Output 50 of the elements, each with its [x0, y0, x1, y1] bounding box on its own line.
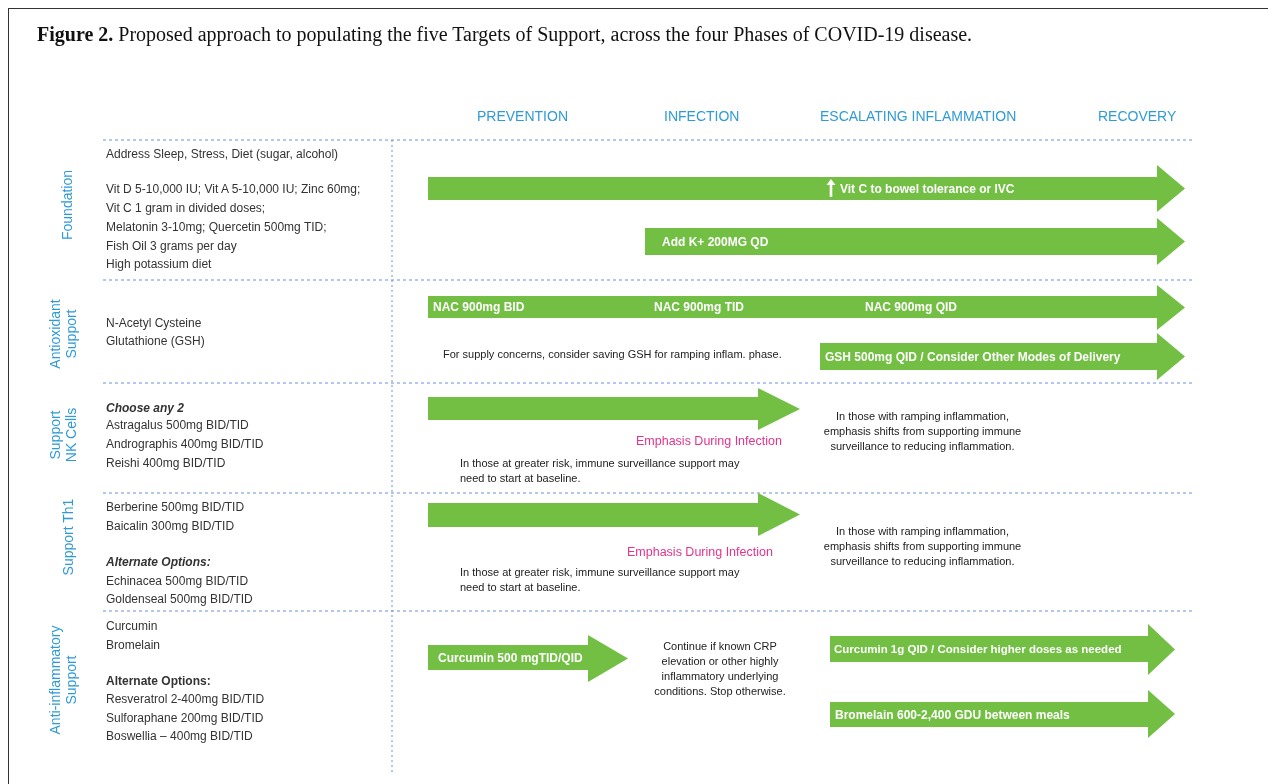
phase-heading: PREVENTION — [477, 108, 568, 124]
row-heading: Support NK Cells — [46, 406, 80, 465]
list-subheading: Choose any 2 — [106, 401, 185, 415]
list-item: Reishi 400mg BID/TID — [106, 456, 226, 470]
list-item: Vit D 5-10,000 IU; Vit A 5-10,000 IU; Zinc 60mg; — [106, 182, 361, 196]
band-label: Vit C to bowel tolerance or IVC — [840, 181, 1015, 196]
list-item: Baicalin 300mg BID/TID — [106, 519, 235, 533]
list-item: High potassium diet — [106, 257, 212, 271]
list-item: N-Acetyl Cysteine — [106, 316, 202, 330]
list-item: Glutathione (GSH) — [106, 334, 205, 348]
phase-heading: INFECTION — [664, 108, 740, 124]
figure-title: Figure 2. Proposed approach to populating the five Targets of Support, across the four Phases of COVID-19 disease. — [37, 23, 973, 46]
list-item: Resveratrol 2-400mg BID/TID — [106, 692, 265, 706]
list-item: Melatonin 3-10mg; Quercetin 500mg TID; — [106, 220, 327, 234]
list-item: Goldenseal 500mg BID/TID — [106, 592, 253, 606]
note-text: Continue if known CRP elevation or other highly inflammatory underlying conditions. Stop otherwise. — [653, 639, 787, 699]
list-item: Address Sleep, Stress, Diet (sugar, alcohol) — [106, 147, 339, 161]
list-item: Echinacea 500mg BID/TID — [106, 574, 249, 588]
row-heading: Foundation — [58, 168, 76, 243]
row-heading: Support Th1 — [59, 497, 77, 578]
note-text: In those with ramping inflammation, emphasis shifts from supporting immune surveillance to reducing inflammation. — [822, 409, 1023, 454]
list-item: Curcumin — [106, 619, 158, 633]
note-text: For supply concerns, consider saving GSH for ramping inflam. phase. — [443, 347, 782, 362]
emphasis-note: Emphasis During Infection — [636, 434, 782, 448]
note-text: In those at greater risk, immune surveillance support may need to start at baseline. — [460, 456, 741, 486]
band-label: GSH 500mg QID / Consider Other Modes of Delivery — [825, 349, 1121, 364]
band-label: Bromelain 600-2,400 GDU between meals — [835, 707, 1070, 722]
list-subheading: Alternate Options: — [106, 555, 211, 569]
list-item: Bromelain — [106, 638, 161, 652]
band-label: NAC 900mg BID — [433, 300, 525, 314]
list-item: Astragalus 500mg BID/TID — [106, 418, 249, 432]
band-label: Curcumin 500 mgTID/QID — [438, 650, 583, 665]
band-label: NAC 900mg QID — [865, 300, 958, 314]
row-heading: Antioxidant Support — [46, 298, 80, 371]
list-item: Vit C 1 gram in divided doses; — [106, 201, 266, 215]
list-item: Sulforaphane 200mg BID/TID — [106, 711, 264, 725]
note-text: In those with ramping inflammation, emphasis shifts from supporting immune surveillance to reducing inflammation. — [822, 524, 1023, 569]
row-heading: Anti-inflammatory Support — [46, 624, 80, 737]
band-label: Add K+ 200MG QD — [662, 234, 769, 249]
list-item: Fish Oil 3 grams per day — [106, 239, 237, 253]
note-text: In those at greater risk, immune surveillance support may need to start at baseline. — [460, 565, 741, 595]
list-subheading: Alternate Options: — [106, 674, 211, 688]
emphasis-note: Emphasis During Infection — [627, 545, 773, 559]
band-label: Curcumin 1g QID / Consider higher doses as needed — [834, 643, 1122, 655]
band-label: NAC 900mg TID — [654, 300, 745, 314]
phase-heading: RECOVERY — [1098, 108, 1177, 124]
list-item: Andrographis 400mg BID/TID — [106, 437, 264, 451]
list-item: Berberine 500mg BID/TID — [106, 500, 245, 514]
phase-heading: ESCALATING INFLAMMATION — [820, 108, 1017, 124]
list-item: Boswellia – 400mg BID/TID — [106, 729, 253, 743]
